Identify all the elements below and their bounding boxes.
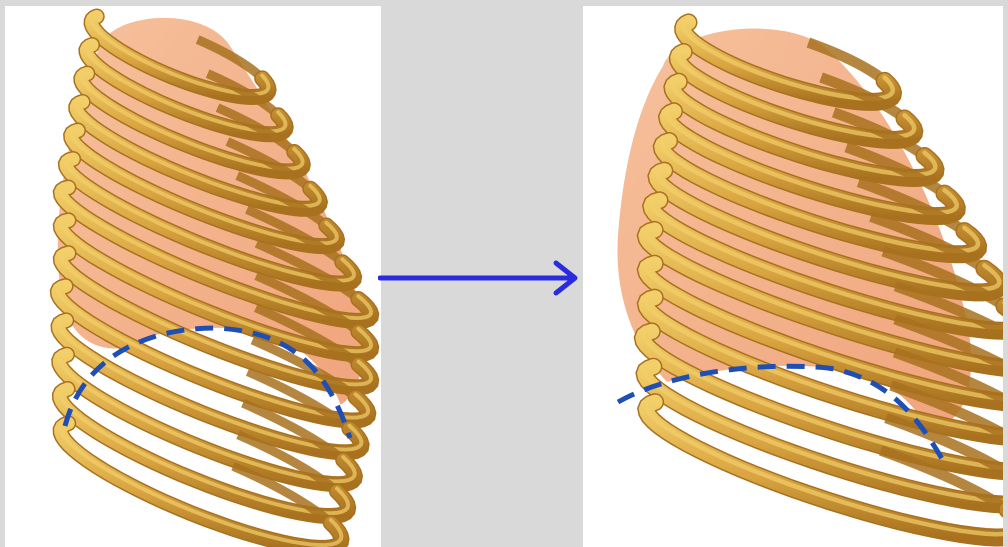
right-ribcage-panel	[583, 6, 1003, 547]
left-ribcage-illustration	[5, 6, 381, 547]
left-ribcage-panel	[5, 6, 381, 547]
right-ribcage-illustration	[583, 6, 1003, 547]
right-arrow-icon	[378, 255, 583, 301]
